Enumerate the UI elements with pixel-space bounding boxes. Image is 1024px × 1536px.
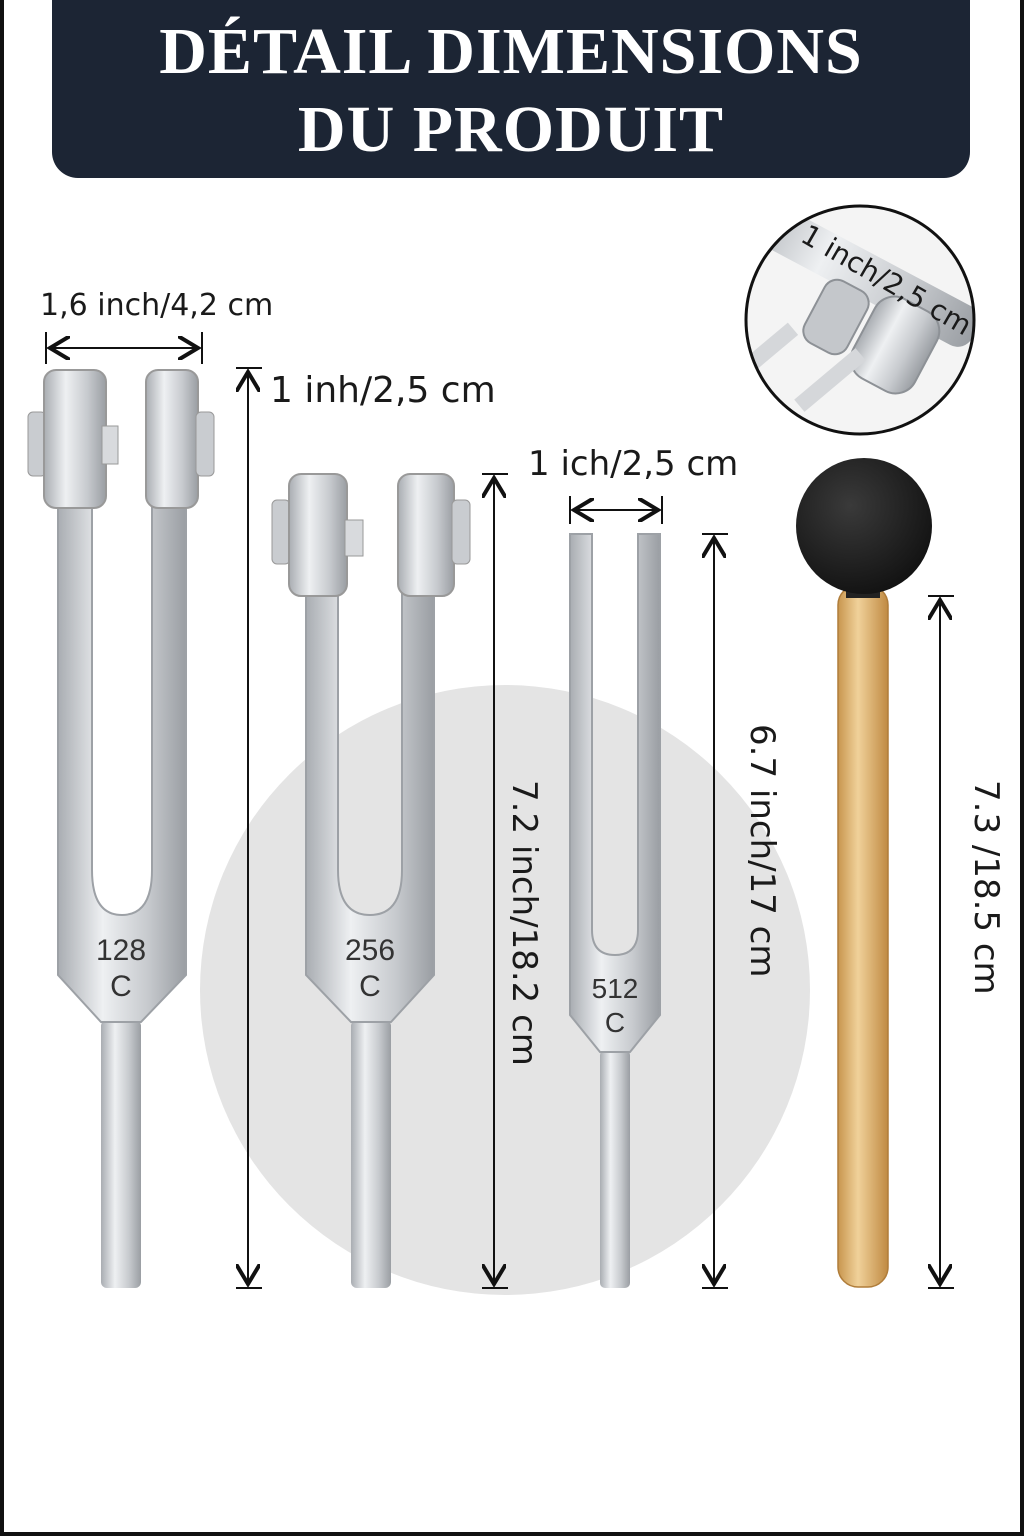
fork512-height-label: 6.7 inch/17 cm <box>742 724 782 978</box>
fork512-width-label: 1 ich/2,5 cm <box>528 444 739 484</box>
fork512-frequency: 512 <box>591 973 639 1004</box>
fork128-frequency: 128 <box>95 934 147 967</box>
tuning-fork-128 <box>27 369 215 1288</box>
fork128-width-label: 1,6 inch/4,2 cm <box>40 288 274 323</box>
fork128-weight-width-label: 1 inh/2,5 cm <box>270 370 496 411</box>
tuning-fork-256 <box>271 473 471 1288</box>
fork256-frequency: 256 <box>344 934 396 967</box>
title-line-2: DU PRODUIT <box>297 93 725 166</box>
tuning-fork-512 <box>569 533 661 1288</box>
mallet <box>796 458 932 1288</box>
fork512-note: C <box>604 1007 626 1038</box>
title-banner: DÉTAIL DIMENSIONS DU PRODUIT <box>52 0 970 178</box>
detail-circle <box>744 204 976 436</box>
fork-height-label: 7.2 inch/18.2 cm <box>504 780 544 1066</box>
fork128-note: C <box>110 970 132 1003</box>
title-line-1: DÉTAIL DIMENSIONS <box>159 15 863 88</box>
fork256-note: C <box>359 970 381 1003</box>
mallet-height-label: 7.3 /18.5 cm <box>966 780 1006 995</box>
dimension-lines <box>45 332 954 1289</box>
